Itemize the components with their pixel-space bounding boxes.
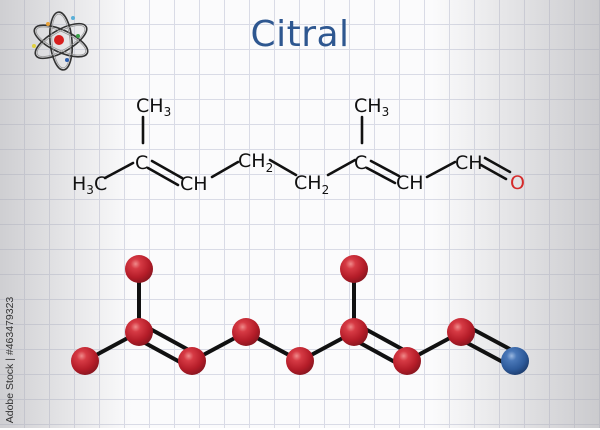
atom-c7 (393, 347, 421, 375)
molecule-title: Citral (250, 14, 350, 55)
stock-watermark-id: Adobe Stock | #463479323 (4, 296, 16, 424)
atom-c1 (71, 347, 99, 375)
atom-c3 (178, 347, 206, 375)
atom-methyl-top-left (125, 255, 153, 283)
label-ch3-top-right: CH3 (354, 95, 389, 119)
label-ch3-top-left: CH3 (136, 95, 171, 119)
atom-c8 (447, 318, 475, 346)
atom-icon (32, 11, 89, 71)
atom-c6 (340, 318, 368, 346)
label-h3c: H3C (72, 173, 107, 197)
label-c3: CH (180, 173, 208, 195)
atom-c5 (286, 347, 314, 375)
label-c7: CH (396, 172, 424, 194)
atom-c2 (125, 318, 153, 346)
label-c6: C (354, 152, 367, 174)
atom-c4 (232, 318, 260, 346)
label-c2: C (135, 152, 148, 174)
nucleus (54, 35, 64, 45)
label-oxygen: O (510, 172, 525, 194)
atom-oxygen (501, 347, 529, 375)
label-c4: CH2 (238, 150, 273, 175)
label-c5: CH2 (294, 172, 329, 197)
label-c8: CH (455, 152, 483, 174)
atom-methyl-top-right (340, 255, 368, 283)
